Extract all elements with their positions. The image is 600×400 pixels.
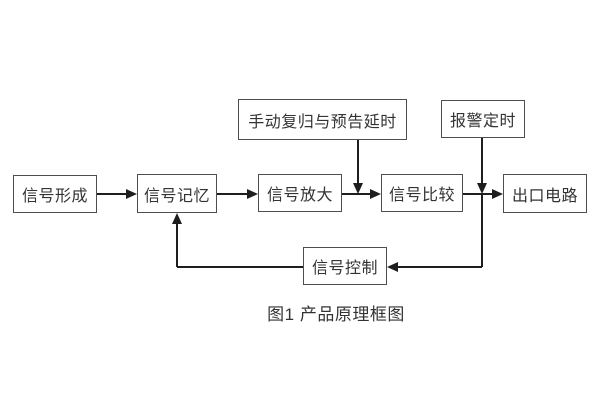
- arrowhead-down-icon: [477, 183, 487, 194]
- node-signal-memory: 信号记忆: [137, 174, 217, 213]
- connector-up-to-memory: [176, 224, 178, 267]
- node-signal-compare: 信号比较: [381, 174, 463, 212]
- connector-manual-reset-drop: [357, 140, 359, 183]
- connector-forming-to-memory: [97, 193, 126, 195]
- arrowhead-down-icon: [353, 183, 363, 194]
- connector-junction-down: [481, 195, 483, 267]
- node-manual-reset-delay: 手动复归与预告延时: [238, 99, 407, 140]
- connector-alarm-timing-drop: [481, 138, 483, 183]
- arrowhead-left-icon: [387, 262, 398, 272]
- connector-feedback-to-control: [398, 266, 482, 268]
- arrowhead-up-icon: [172, 213, 182, 224]
- connector-amplify-to-compare: [342, 193, 370, 195]
- node-output-circuit: 出口电路: [503, 174, 587, 213]
- connector-memory-to-amplify: [217, 193, 247, 195]
- connector-compare-to-output: [463, 193, 492, 195]
- arrowhead-right-icon: [492, 189, 503, 199]
- node-signal-control: 信号控制: [303, 247, 387, 285]
- figure-caption: 图1 产品原理框图: [267, 305, 405, 324]
- connector-control-to-left: [177, 266, 303, 268]
- node-alarm-timing: 报警定时: [441, 100, 525, 138]
- arrowhead-right-icon: [247, 189, 258, 199]
- arrowhead-right-icon: [126, 189, 137, 199]
- node-signal-forming: 信号形成: [13, 175, 97, 213]
- node-signal-amplify: 信号放大: [258, 174, 342, 212]
- arrowhead-right-icon: [370, 189, 381, 199]
